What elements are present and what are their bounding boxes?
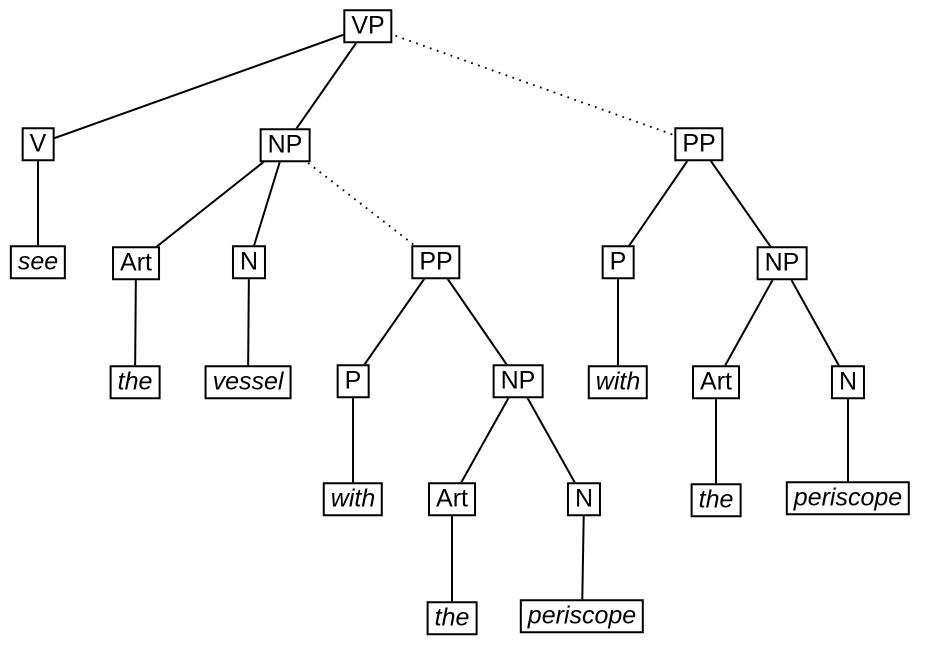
leaf-word-vessel: vessel — [204, 365, 292, 399]
tree-node-n1: N — [231, 245, 267, 279]
edge-pp2-p2 — [617, 143, 700, 263]
tree-node-p2: P — [601, 245, 635, 279]
edge-np1-pp1-dotted — [284, 144, 437, 263]
tree-node-art2: Art — [428, 482, 476, 516]
tree-node-p1: P — [336, 364, 370, 398]
leaf-word-see: see — [9, 245, 67, 279]
edge-art1-the1 — [134, 262, 137, 383]
tree-node-n3: N — [830, 365, 866, 399]
tree-node-np1: NP — [259, 128, 311, 162]
leaf-word-with2: with — [587, 365, 649, 399]
edge-n2-periscope1 — [581, 498, 585, 617]
leaf-word-periscope2: periscope — [785, 481, 911, 515]
leaf-word-the3: the — [690, 483, 742, 517]
tree-node-n2: N — [566, 482, 602, 516]
edge-np2-n2 — [517, 380, 585, 500]
edge-vp-v — [37, 25, 369, 145]
tree-node-vp: VP — [343, 9, 393, 43]
edge-np1-n1 — [248, 144, 286, 263]
edge-vp-pp2-dotted — [367, 25, 700, 145]
edge-np2-art2 — [451, 380, 519, 500]
tree-node-np3: NP — [756, 246, 808, 280]
tree-node-np2: NP — [492, 364, 544, 398]
leaf-word-the1: the — [109, 365, 161, 399]
tree-node-art3: Art — [692, 365, 740, 399]
edge-pp1-np2 — [435, 261, 519, 382]
edge-pp1-p1 — [352, 261, 437, 382]
edge-np1-art1 — [135, 144, 286, 264]
edge-pp2-np3 — [698, 143, 783, 264]
leaf-word-with1: with — [322, 482, 384, 516]
tree-node-v: V — [21, 127, 55, 161]
leaf-word-the2: the — [426, 601, 478, 635]
tree-node-pp2: PP — [674, 127, 724, 161]
edge-n1-vessel — [247, 261, 250, 383]
edge-vp-np1 — [284, 25, 369, 146]
edge-np3-n3 — [781, 262, 849, 383]
tree-node-pp1: PP — [411, 245, 461, 279]
tree-node-art1: Art — [112, 246, 160, 280]
leaf-word-periscope1: periscope — [519, 599, 645, 633]
edge-np3-art3 — [715, 262, 783, 383]
